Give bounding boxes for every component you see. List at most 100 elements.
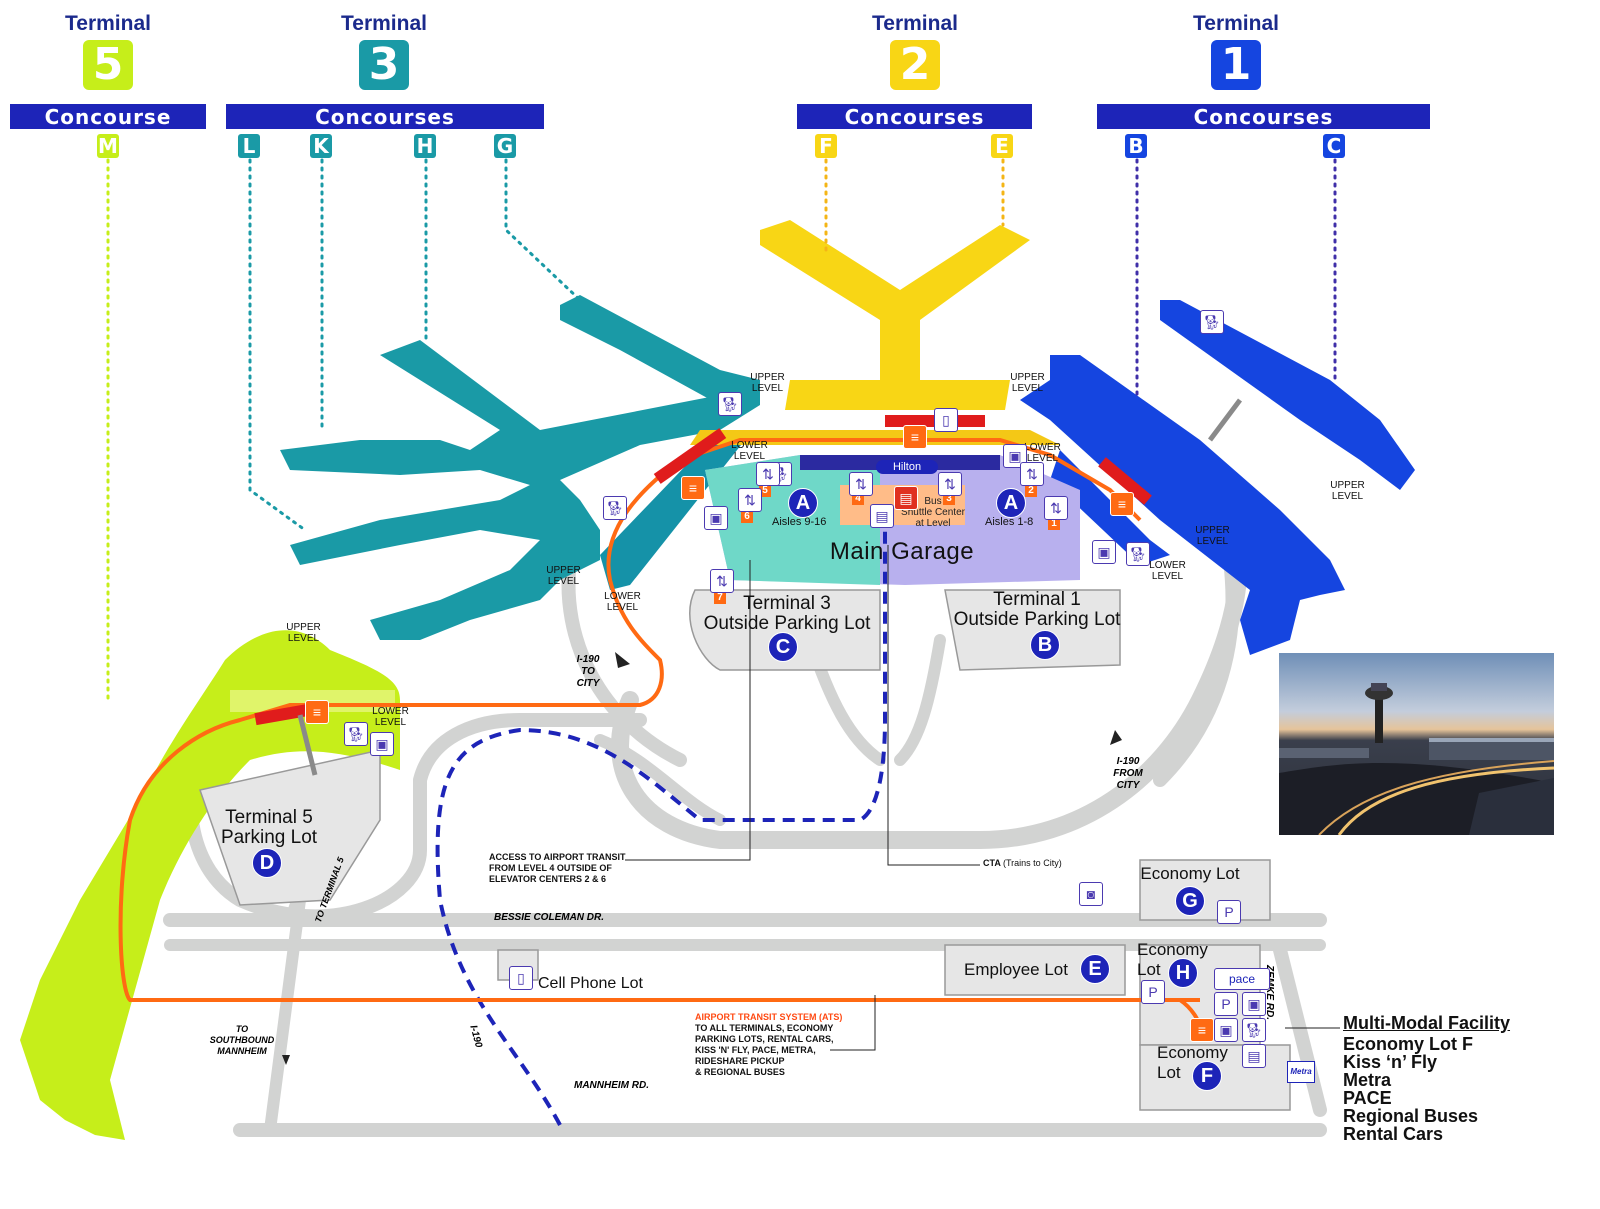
bus-icon: ▤ (894, 486, 918, 510)
pet-relief-icon: 🐕︎ (1126, 542, 1150, 566)
employee-lot-label: Employee Lot (964, 960, 1068, 979)
pet-relief-icon: 🐕︎ (718, 392, 742, 416)
legend-item: Rental Cars (1343, 1124, 1444, 1144)
legend-item: Kiss ‘n’ Fly (1343, 1052, 1438, 1072)
pet-relief-icon: 🐕︎ (603, 496, 627, 520)
rental-car-icon: ▣ (1242, 992, 1266, 1016)
garage-a-right-badge: A (996, 488, 1026, 518)
t1-upper-level-label: UPPER LEVEL (1010, 372, 1045, 394)
elevator-5: 5 (759, 484, 771, 497)
elevator-6: 6 (741, 510, 753, 523)
concourse-k-badge[interactable]: K (310, 134, 332, 158)
t1-upper-level-label-2: UPPER LEVEL (1195, 525, 1230, 547)
lot-h-badge[interactable]: H (1168, 958, 1198, 988)
ats-train-icon: ≡ (1110, 492, 1134, 516)
terminal-2-header: Terminal 2 (872, 12, 958, 90)
train-icon: ▤ (870, 504, 894, 528)
concourse-leaders (106, 158, 1337, 702)
lot-b-badge[interactable]: B (1030, 630, 1060, 660)
concourse-g-badge[interactable]: G (494, 134, 516, 158)
hilton-text: Hilton (892, 461, 922, 473)
terminal-5-parking-lot-label: Terminal 5 Parking Lot (220, 807, 318, 848)
bessie-coleman-label: BESSIE COLEMAN DR. (494, 912, 605, 923)
aisles-9-16-label: Aisles 9-16 (772, 516, 827, 528)
lot-d-badge[interactable]: D (252, 848, 282, 878)
terminal-1-header: Terminal 1 (1193, 12, 1279, 90)
economy-lot-f-label: Economy Lot (1157, 1043, 1228, 1082)
terminal-5-number: 5 (83, 40, 133, 90)
elevator-icon: ⇅ (849, 472, 873, 496)
t3-upper-level-label-2: UPPER LEVEL (546, 565, 581, 587)
economy-lot-h-label: Economy Lot (1137, 940, 1208, 979)
concourse-m-badge[interactable]: M (97, 134, 119, 158)
elevator-icon: ⇅ (1044, 496, 1068, 520)
access-airport-transit-callout: ACCESS TO AIRPORT TRANSIT FROM LEVEL 4 O… (489, 852, 626, 884)
car-icon: ▣ (704, 506, 728, 530)
parking-icon: P (1141, 980, 1165, 1004)
metra-logo-text: Metra (1290, 1067, 1312, 1076)
elevator-icon: ⇅ (710, 569, 734, 593)
skybridges (297, 398, 1242, 776)
legend-title: Multi-Modal Facility (1343, 1013, 1511, 1033)
terminal-3-outside-parking-lot-label: Terminal 3 Outside Parking Lot (703, 593, 871, 634)
ats-body: TO ALL TERMINALS, ECONOMY PARKING LOTS, … (695, 1023, 834, 1077)
legend-item: Regional Buses (1343, 1106, 1479, 1126)
bus-icon: ▤ (1242, 1044, 1266, 1068)
ats-train-icon: ≡ (681, 476, 705, 500)
concourse-e-badge[interactable]: E (991, 134, 1013, 158)
direction-arrows (282, 652, 1122, 1065)
elevator-7: 7 (714, 591, 726, 604)
concourse-b-badge[interactable]: B (1125, 134, 1147, 158)
t1-lower-level-label-2: LOWER LEVEL (1149, 560, 1186, 582)
cell-phone-icon: ▯ (509, 966, 533, 990)
concourse-c-badge[interactable]: C (1323, 134, 1345, 158)
parking-icon: P (1217, 900, 1241, 924)
terminal-5-header: Terminal 5 (65, 12, 151, 90)
parking-icon: P (1214, 992, 1238, 1016)
t1-lower-level-label: LOWER LEVEL (1024, 442, 1061, 464)
tow-truck-icon: ◙ (1079, 882, 1103, 906)
economy-lot-g-label: Economy Lot (1140, 864, 1240, 883)
multi-modal-legend: Multi-Modal Facility Economy Lot F Kiss … (1343, 1014, 1553, 1143)
i190-to-city-label: I-190 TO CITY (576, 654, 600, 689)
t5-upper-level-label: UPPER LEVEL (286, 622, 321, 644)
terminal-3-header: Terminal 3 (341, 12, 427, 90)
bus-shuttle-center-label: Bus Shuttle Center at Level (901, 496, 965, 529)
photo-scene (1279, 683, 1554, 835)
i190-from-city-label: I-190 FROM CITY (1113, 756, 1143, 791)
lot-f-badge[interactable]: F (1192, 1061, 1222, 1091)
concourse-l-badge[interactable]: L (238, 134, 260, 158)
t3-lower-level-label: LOWER LEVEL (731, 440, 768, 462)
cta-label: CTA (983, 858, 1001, 868)
garage-a-left-badge: A (788, 488, 818, 518)
cta-callout: CTA (Trains to City) (983, 858, 1062, 868)
concourse-f-badge[interactable]: F (815, 134, 837, 158)
to-southbound-mannheim-label: TO SOUTHBOUND MANNHEIM (209, 1024, 275, 1056)
main-garage-title: Main Garage (829, 538, 975, 565)
ats-title: AIRPORT TRANSIT SYSTEM (ATS) (695, 1012, 843, 1022)
terminal-3-number: 3 (359, 40, 409, 90)
car-icon: ▣ (1092, 540, 1116, 564)
car-icon: ▣ (370, 732, 394, 756)
airport-photo-inset (1279, 653, 1554, 835)
terminal-1-number: 1 (1211, 40, 1261, 90)
concourse-h-badge[interactable]: H (414, 134, 436, 158)
t3-lower-level-label-2: LOWER LEVEL (604, 591, 641, 613)
ats-train-icon: ≡ (305, 700, 329, 724)
lot-c-badge[interactable]: C (768, 632, 798, 662)
cell-phone-lot-label: Cell Phone Lot (538, 975, 643, 992)
cta-blue-line (435, 530, 887, 1126)
pace-logo-text: pace (1228, 972, 1256, 986)
car-icon: ▣ (1214, 1018, 1238, 1042)
elevator-2: 2 (1025, 484, 1037, 497)
lot-g-badge[interactable]: G (1175, 886, 1205, 916)
aisles-1-8-label: Aisles 1-8 (985, 516, 1034, 528)
lot-e-badge[interactable]: E (1080, 954, 1110, 984)
t3-upper-level-label: UPPER LEVEL (750, 372, 785, 394)
cta-sub-label: (Trains to City) (1003, 858, 1062, 868)
ats-train-icon: ≡ (903, 425, 927, 449)
pace-logo: pace (1214, 968, 1270, 990)
pet-relief-icon: 🐕︎ (344, 722, 368, 746)
phone-icon: ▯ (934, 408, 958, 432)
